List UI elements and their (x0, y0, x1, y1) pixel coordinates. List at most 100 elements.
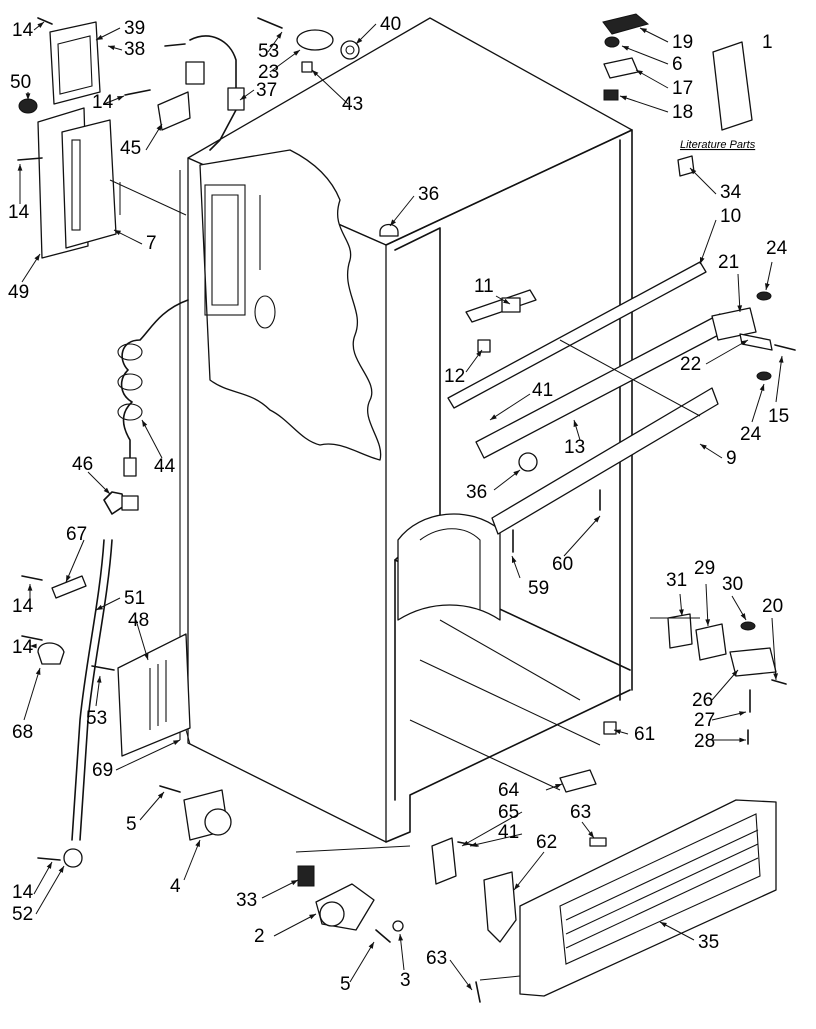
leader-line (349, 941, 375, 983)
hinge-shim (603, 89, 619, 101)
leader-arrowhead (276, 32, 282, 39)
callout-33: 33 (236, 890, 257, 911)
top-right-parts (379, 13, 753, 237)
leader-arrowhead (143, 653, 149, 660)
callout-4: 4 (170, 876, 181, 897)
leader-arrowhead (700, 444, 707, 450)
screw-14-clamp (21, 635, 43, 641)
leader-line (35, 865, 65, 915)
callout-51: 51 (124, 588, 145, 609)
callout-24: 24 (740, 424, 762, 445)
callout-14: 14 (12, 637, 34, 658)
screw-53-top (257, 17, 283, 29)
leader-arrowhead (103, 487, 110, 494)
callout-36: 36 (418, 184, 439, 205)
leader-line (311, 69, 349, 105)
hinge-31 (667, 613, 693, 649)
leader-line (115, 739, 181, 771)
leader-arrowhead (142, 420, 148, 427)
leader-arrowhead (398, 934, 404, 941)
leader-arrowhead (293, 50, 300, 56)
leader-arrowhead (17, 164, 23, 171)
leader-line (513, 851, 545, 891)
callout-14: 14 (92, 92, 114, 113)
leader-arrowhead (731, 670, 738, 677)
nut-3 (392, 920, 404, 932)
leader-arrowhead (66, 575, 71, 582)
leader-arrowhead (705, 619, 711, 626)
screw-53-relay (91, 665, 115, 671)
bracket-65 (431, 837, 457, 885)
clip-61 (603, 721, 617, 735)
tube-clip (121, 495, 139, 511)
leader-line (771, 617, 777, 681)
leader-arrowhead (555, 784, 562, 789)
hinge-pin-22 (739, 333, 773, 351)
leader-arrowhead (513, 470, 520, 476)
leader-line (711, 669, 739, 701)
callout-14: 14 (12, 882, 34, 903)
leader-arrowhead (737, 305, 743, 312)
bottom-hinge-26 (729, 647, 777, 677)
toe-grille (519, 799, 777, 997)
leader-arrowhead (573, 420, 579, 427)
relay-cover (117, 633, 191, 757)
callout-17: 17 (672, 78, 693, 99)
leader-arrowhead (636, 70, 643, 76)
leader-arrowhead (593, 516, 600, 523)
callout-40: 40 (380, 14, 401, 35)
callout-34: 34 (720, 182, 742, 203)
clip-12 (477, 339, 491, 353)
callout-21: 21 (718, 252, 739, 273)
leader-line (261, 879, 299, 899)
callout-15: 15 (768, 406, 789, 427)
callout-53: 53 (258, 41, 279, 62)
leader-arrowhead (368, 942, 374, 949)
callout-14: 14 (8, 202, 30, 223)
ext-69 (185, 729, 191, 745)
callout-35: 35 (698, 932, 719, 953)
leader-lines (17, 21, 784, 991)
callout-6: 6 (672, 54, 683, 75)
callout-labels: 39 14 50 38 37 53 40 23 43 19 6 17 18 1 … (8, 14, 789, 995)
leader-line (489, 393, 531, 421)
callout-9: 9 (726, 448, 737, 469)
callout-30: 30 (722, 574, 743, 595)
leader-line (751, 383, 765, 423)
callout-12: 12 (444, 366, 465, 387)
screw-63-bottom (475, 981, 481, 1003)
leader-arrowhead (514, 883, 520, 890)
washer-24-bottom (756, 371, 772, 381)
callout-60: 60 (552, 554, 573, 575)
cutaway-grommet (254, 295, 276, 329)
ext-grille (479, 975, 521, 981)
callout-39: 39 (124, 18, 145, 39)
callout-14: 14 (12, 596, 34, 617)
callout-52: 52 (12, 904, 33, 925)
leader-arrowhead (660, 922, 667, 928)
screw-15 (774, 344, 796, 351)
leader-arrowhead (476, 350, 482, 357)
screw-14-left (17, 157, 43, 161)
rail-10 (447, 261, 707, 409)
callout-23: 23 (258, 62, 279, 83)
clip-52 (63, 848, 83, 868)
bracket (157, 91, 191, 131)
compressor-hump (397, 513, 501, 621)
leader-arrowhead (690, 168, 697, 175)
callout-18: 18 (672, 102, 693, 123)
callout-64: 64 (498, 780, 520, 801)
hump-rib (419, 528, 481, 610)
leader-arrowhead (108, 45, 115, 51)
leader-arrowhead (156, 124, 162, 131)
power-cord (120, 299, 189, 461)
screw-63-top (589, 837, 607, 847)
leader-line (699, 219, 717, 265)
callout-69: 69 (92, 760, 113, 781)
leader-arrowhead (765, 283, 770, 290)
leader-line (135, 619, 149, 661)
leader-arrowhead (195, 840, 200, 847)
grille-line-3 (565, 857, 759, 949)
